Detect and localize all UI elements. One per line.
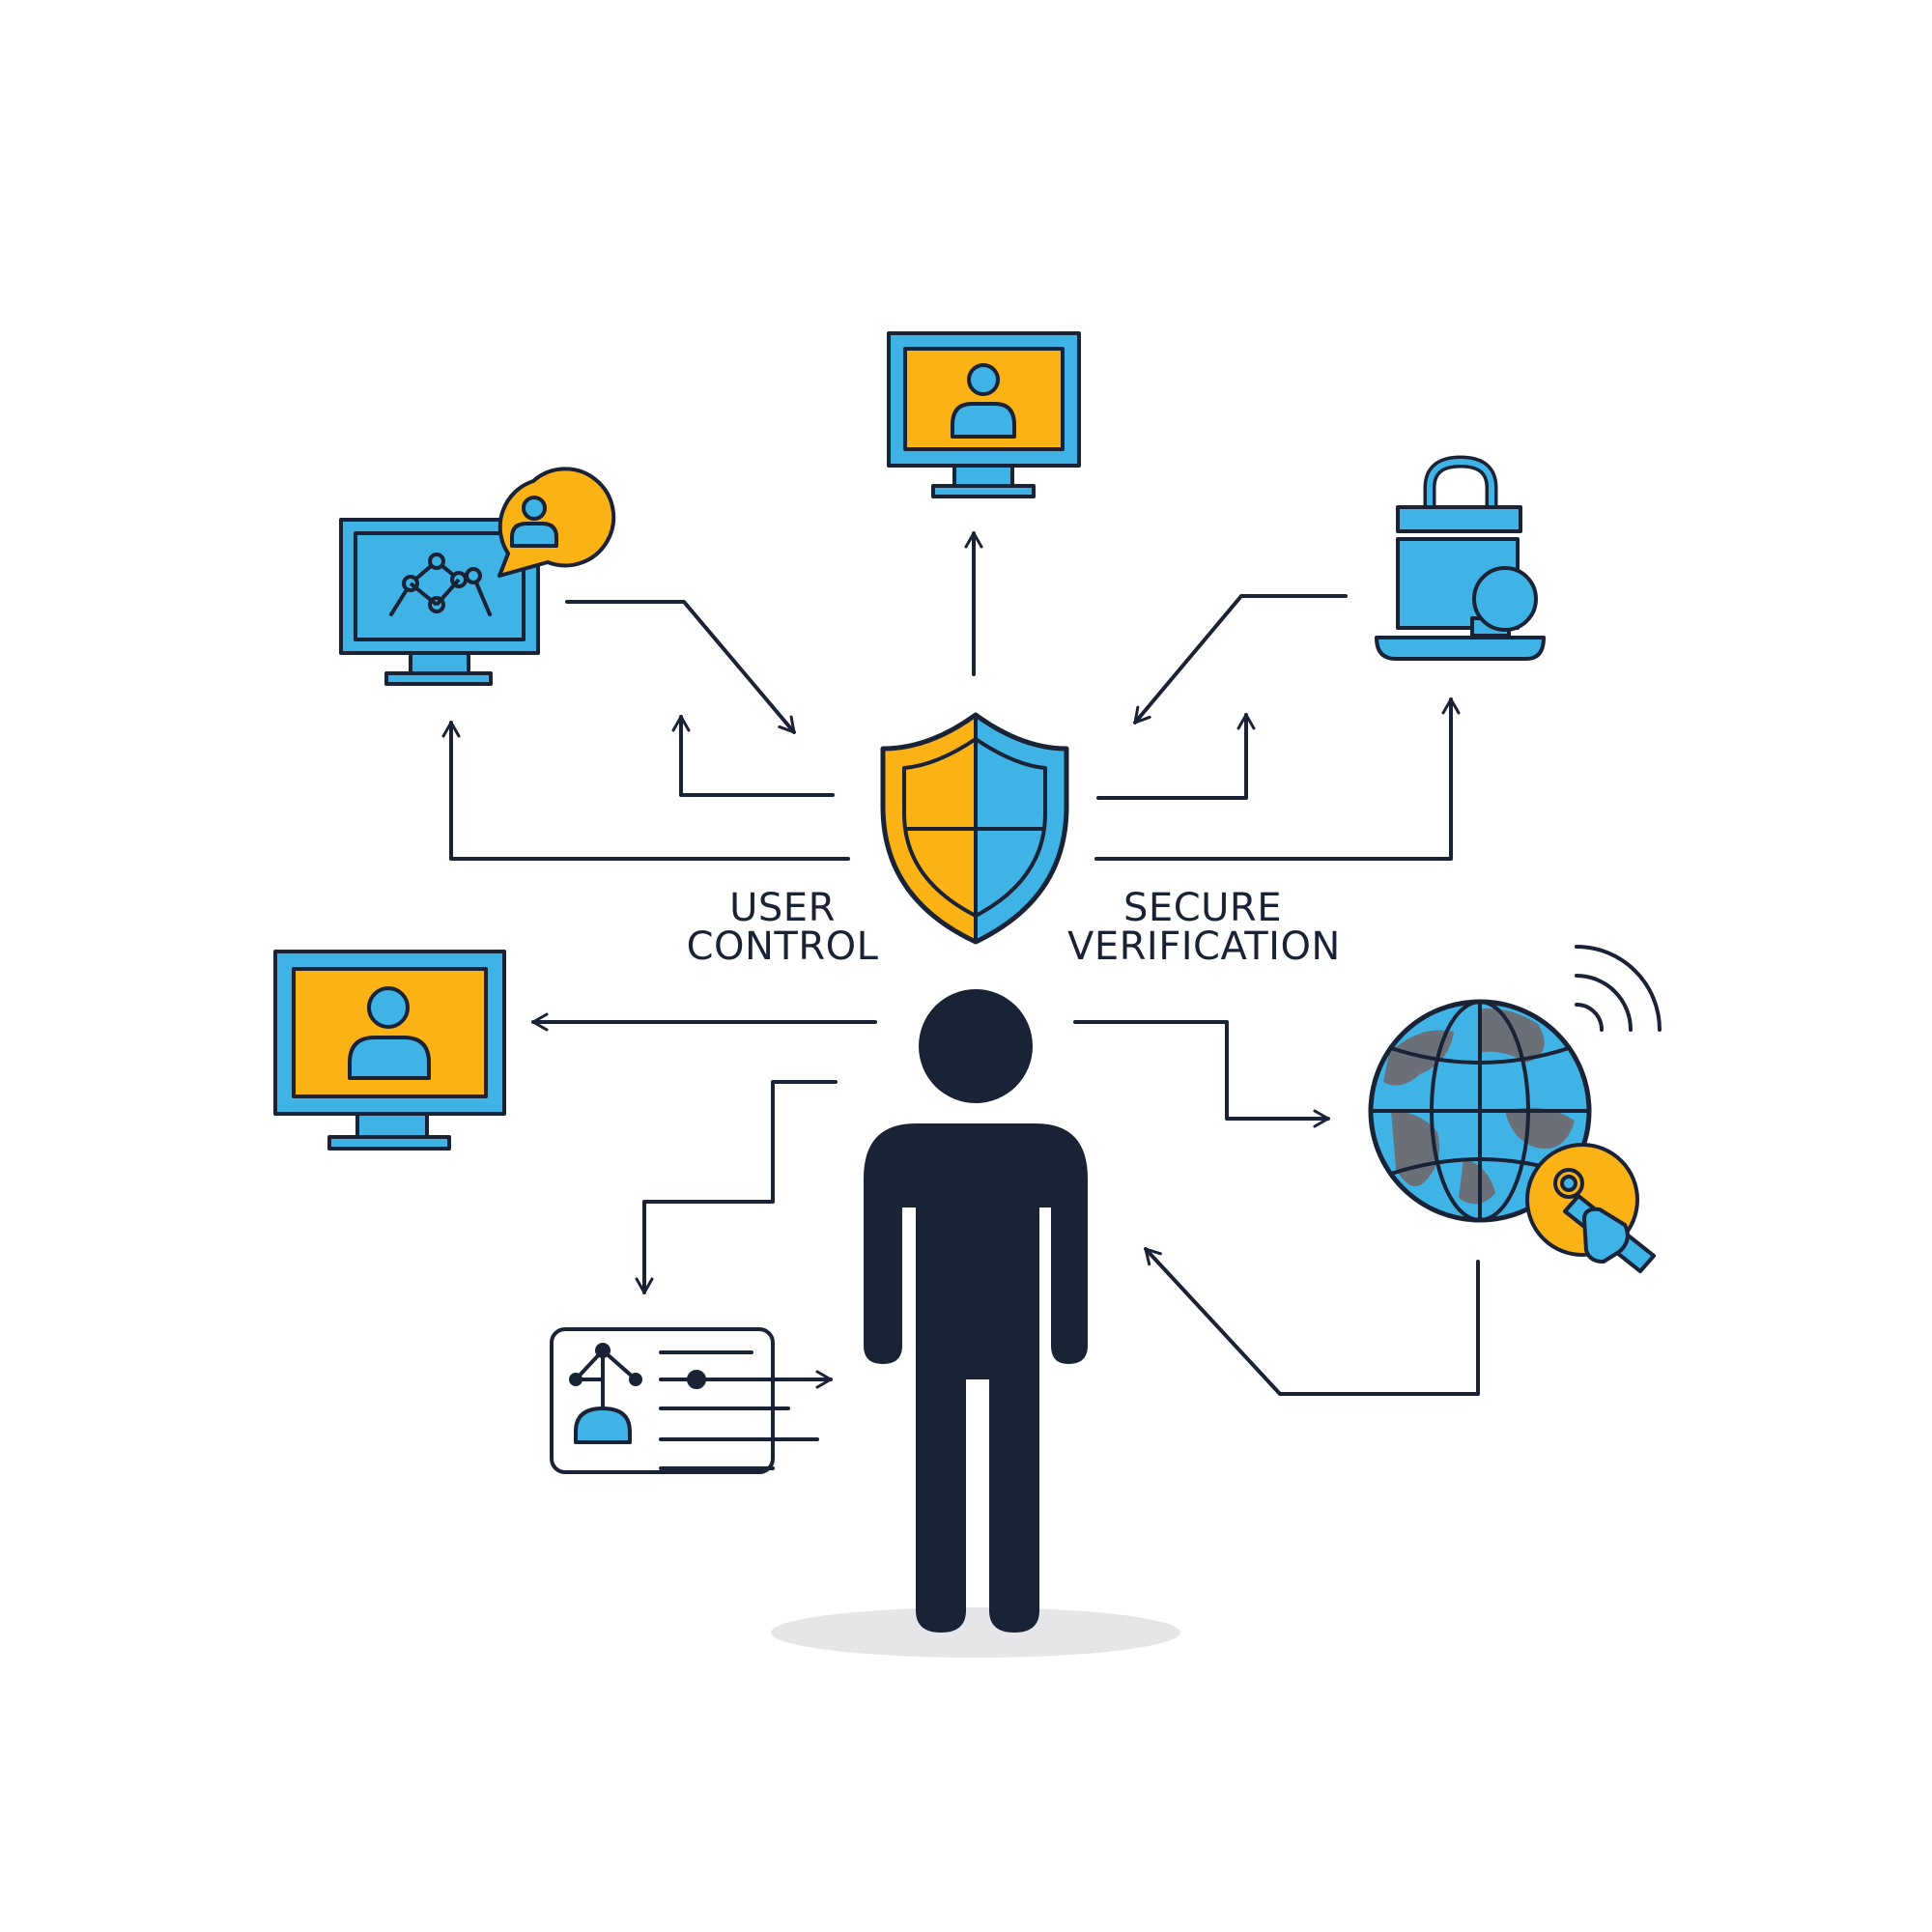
label-secure-verification-line-1: SECURE [1123,886,1282,930]
id-card-icon [550,1327,833,1474]
arrow-globe-to-person [1144,1247,1480,1396]
left-user-monitor-icon [273,950,506,1151]
label-user-control-line-1: USER [729,886,836,930]
wireless-signal-icon [1575,945,1662,1032]
user-chat-bubble-icon [497,467,616,578]
arrow-shield-to-analytics-outer [441,721,850,861]
person-icon [771,989,1180,1658]
arrow-person-to-globe [1073,1020,1330,1128]
label-user-control-line-2: CONTROL [686,924,879,969]
arrow-shield-to-padlock-outer [1094,697,1461,861]
label-secure-verification-line-2: VERIFICATION [1067,924,1341,969]
padlock-laptop-icon [1375,455,1546,661]
label-secure-verification: SECURE VERIFICATION [1067,886,1341,969]
arrow-shield-to-padlock-inner [1096,713,1256,800]
arrow-shield-to-analytics-inner [671,715,835,797]
arrow-padlock-to-shield [1133,594,1348,724]
connector-arrows [441,531,1480,1396]
security-shield-icon [880,712,1069,945]
arrow-analytics-to-shield [565,600,796,734]
top-user-monitor-icon [887,331,1081,498]
arrow-person-to-id-card [635,1080,838,1294]
key-badge-icon [1525,1143,1656,1273]
label-user-control: USER CONTROL [657,889,908,966]
globe-icon [1368,999,1592,1223]
